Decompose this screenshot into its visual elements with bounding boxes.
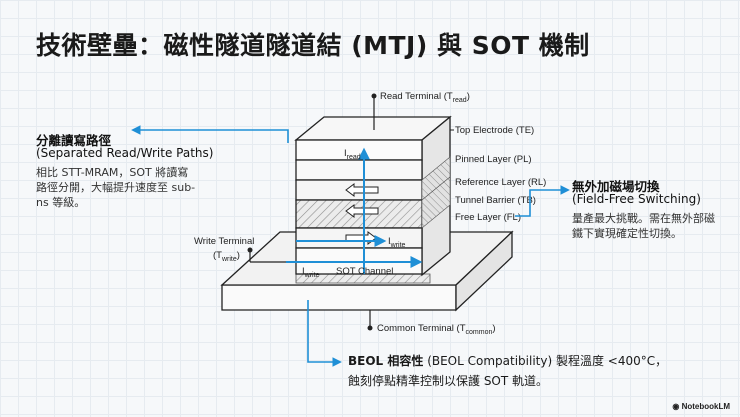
pinned-layer xyxy=(295,159,423,181)
brand-icon: ◉ xyxy=(672,402,682,411)
left-heading: 分離讀寫路徑 xyxy=(36,133,112,148)
label-free-layer: Free Layer (FL) xyxy=(455,212,521,223)
right-heading: 無外加磁場切換 xyxy=(572,179,660,194)
bottom-line2: 蝕刻停點精準控制以保護 SOT 軌道。 xyxy=(348,374,549,388)
left-callout-arrow xyxy=(131,125,289,143)
left-subheading: (Separated Read/Write Paths) xyxy=(36,146,214,160)
brand-label: NotebookLM xyxy=(681,402,730,411)
right-callout-arrow xyxy=(515,185,570,217)
mtj-stack xyxy=(294,115,452,277)
sot-channel-label: SOT Channel xyxy=(336,266,393,277)
label-reference-layer: Reference Layer (RL) xyxy=(455,177,546,188)
write-terminal-label-line2: (Twrite) xyxy=(213,250,240,263)
page-title: 技術壁壘：磁性隧道隧道結 (MTJ) 與 SOT 機制 xyxy=(36,31,590,60)
bottom-inline: (BEOL Compatibility) 製程溫度 <400°C， xyxy=(423,354,668,368)
right-subheading: (Field-Free Switching) xyxy=(572,192,701,206)
bottom-callout-arrow xyxy=(307,300,342,367)
notebooklm-brand: ◉ NotebookLM xyxy=(672,402,730,411)
bottom-heading: BEOL 相容性 xyxy=(348,354,424,368)
i-write-stack-label: Iwrite xyxy=(388,236,406,249)
read-terminal-label: Read Terminal (Tread) xyxy=(380,91,470,104)
left-body: 相比 STT-MRAM，SOT 將讀寫路徑分開，大幅提升速度至 sub-ns 等… xyxy=(36,166,196,209)
layer-labels: Top Electrode (TE) Pinned Layer (PL) Ref… xyxy=(450,125,546,223)
bottom-line1: BEOL 相容性 (BEOL Compatibility) 製程溫度 <400°… xyxy=(348,352,667,369)
label-top-electrode: Top Electrode (TE) xyxy=(455,125,534,136)
i-read-label: Iread xyxy=(344,148,361,161)
label-tunnel-barrier: Tunnel Barrier (TB) xyxy=(455,195,536,206)
i-write-channel-label: Iwrite xyxy=(302,266,320,279)
common-terminal-label: Common Terminal (Tcommon) xyxy=(377,323,496,336)
write-terminal-label-line1: Write Terminal xyxy=(194,236,254,247)
label-pinned-layer: Pinned Layer (PL) xyxy=(455,154,532,165)
right-body: 量產最大挑戰。需在無外部磁鐵下實現確定性切換。 xyxy=(572,212,715,240)
